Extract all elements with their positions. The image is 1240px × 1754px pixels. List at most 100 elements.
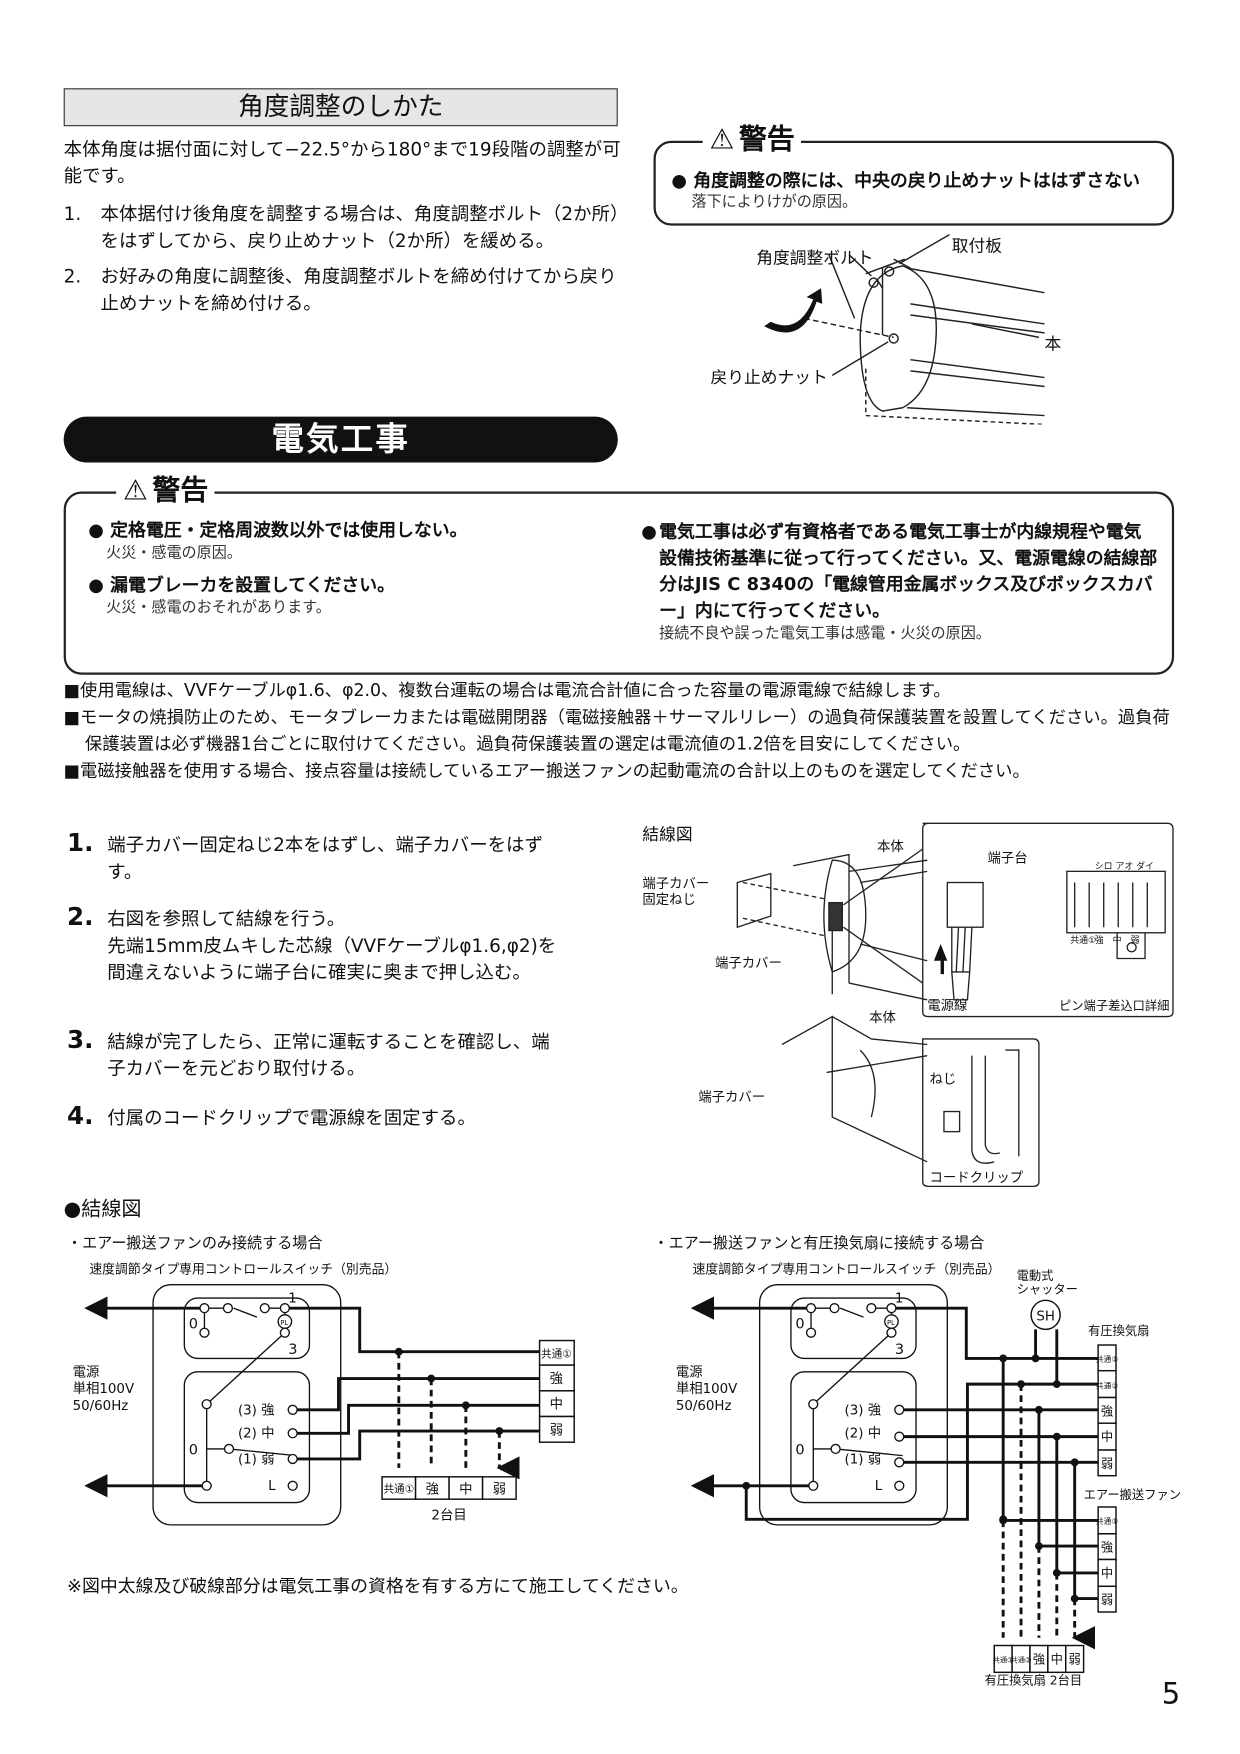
position-label: (2) 中 [845, 1426, 882, 1442]
label-terminal-block: 端子台 [988, 850, 1028, 866]
warning-title: ⚠警告 [116, 473, 215, 507]
step-text: 付属のコードクリップで電源線を固定する。 [107, 1107, 476, 1129]
warning-title: ⚠警告 [702, 123, 802, 156]
note-item: ■モータの焼損防止のため、モータブレーカまたは電磁開閉器（電磁接触器＋サーマルリ… [63, 707, 1170, 755]
section-banner-electrical: 電気工事 [63, 416, 618, 463]
svg-text:3: 3 [288, 1342, 297, 1358]
fan-terminal-label: 弱 [1101, 1457, 1113, 1471]
wiring-left: ・エアー搬送ファンのみ接続する場合 速度調節タイプ専用コントロールスイッチ（別売… [67, 1234, 575, 1526]
warning-sub: 落下によりけがの原因。 [691, 193, 858, 212]
second-terminal-label: 強 [1033, 1652, 1045, 1666]
step-number: 1. [67, 830, 94, 858]
page-number: 5 [1161, 1677, 1181, 1712]
label-cover-screw-2: 固定ねじ [642, 892, 696, 908]
electrical-steps: 1. 端子カバー固定ねじ2本をはずし、端子カバーをはずす。 2. 右図を参照して… [67, 832, 564, 1131]
angle-intro: 本体角度は据付面に対して−22.5°から180°まで19段階の調整が可能です。 [63, 138, 621, 187]
terminal-cover-shape [736, 872, 772, 929]
svg-text:PL: PL [280, 1319, 288, 1327]
label-cover-screw: 端子カバー [642, 876, 709, 892]
fig-title: 結線図 [642, 824, 692, 844]
electrical-step: 1. 端子カバー固定ねじ2本をはずし、端子カバーをはずす。 [67, 832, 564, 906]
step-text: 結線が完了したら、正常に運転することを確認し、端子カバーを元どおり取付ける。 [107, 1031, 550, 1080]
fan-body-outline [906, 267, 1045, 417]
detail-frame [922, 822, 1174, 1018]
label-cover2: 端子カバー [698, 1089, 765, 1105]
electrical-step: 4. 付属のコードクリップで電源線を固定する。 [67, 1102, 564, 1132]
fan-terminal-label: 強 [1101, 1404, 1113, 1418]
section-title-angle: 角度調整のしかた [63, 88, 618, 127]
second-terminal-label: 共通① [383, 1482, 414, 1495]
rotate-arrow-icon [764, 288, 823, 333]
position-label: (3) 強 [845, 1402, 882, 1418]
label-body: 本体 [877, 839, 904, 855]
label-screw: ねじ [929, 1072, 956, 1088]
position-label: (2) 中 [238, 1426, 275, 1442]
svg-text:0: 0 [795, 1316, 804, 1332]
step-sub: 先端15mm皮ムキした芯線（VVFケーブルφ1.6,φ2)を間違えないように端子… [107, 935, 557, 984]
wiring-title: ●結線図 [63, 1197, 142, 1222]
step-number: 4. [67, 1102, 94, 1131]
power-label: 50/60Hz [676, 1399, 732, 1414]
position-label: (1) 弱 [238, 1452, 275, 1467]
label-body2: 本体 [869, 1010, 896, 1026]
step-text: お好みの角度に調整後、角度調整ボルトを締め付けてから戻り止めナットを締め付ける。 [100, 265, 617, 314]
warning-main: ● 角度調整の際には、中央の戻り止めナットははずさない [671, 169, 1141, 192]
insert-arrow-icon [933, 943, 948, 975]
power-label: 単相100V [73, 1381, 135, 1397]
step-text: 本体据付け後角度を調整する場合は、角度調整ボルト（2か所）をはずしてから、戻り止… [100, 203, 620, 252]
warning-right: ●電気工事は必ず有資格者である電気工事士が内線規程や電気設備技術基準に従って行っ… [641, 518, 1157, 644]
angle-step: 1. 本体据付け後角度を調整する場合は、角度調整ボルト（2か所）をはずしてから、… [64, 201, 623, 255]
electrical-step: 2. 右図を参照して結線を行う。先端15mm皮ムキした芯線（VVFケーブルφ1.… [67, 903, 564, 1029]
position-label: L [268, 1479, 276, 1494]
wiring-diagrams: ・エアー搬送ファンのみ接続する場合 速度調節タイプ専用コントロールスイッチ（別売… [67, 1234, 1181, 1688]
step-number: 1. [63, 203, 82, 225]
note-item: ■使用電線は、VVFケーブルφ1.6、φ2.0、複数台運転の場合は電流合計値に合… [63, 680, 951, 701]
warning-item: 定格電圧・定格周波数以外では使用しない。 [110, 519, 468, 541]
electrical-step: 3. 結線が完了したら、正常に運転することを確認し、端子カバーを元どおり取付ける… [67, 1026, 564, 1105]
label-body: 本体 [1045, 334, 1062, 354]
note-item: ■電磁接触器を使用する場合、接点容量は接続しているエアー搬送ファンの起動電流の合… [63, 760, 1030, 781]
position-label: L [875, 1479, 883, 1494]
label-cord-clip: コードクリップ [929, 1170, 1023, 1186]
power-label: 単相100V [676, 1381, 738, 1397]
step-number: 3. [67, 1026, 94, 1055]
fan-terminal-label: 中 [1101, 1429, 1113, 1444]
fan-terminal-label: 共通② [1096, 1381, 1119, 1391]
wiring-right: ・エアー搬送ファンと有圧換気扇に接続する場合 速度調節タイプ専用コントロールスイ… [654, 1234, 1181, 1688]
warning-item: 電気工事は必ず有資格者である電気工事士が内線規程や電気設備技術基準に従って行って… [659, 520, 1158, 621]
air-terminal-label: 弱 [1101, 1593, 1113, 1607]
step-text: 端子カバー固定ねじ2本をはずし、端子カバーをはずす。 [107, 834, 543, 883]
power-label: 50/60Hz [73, 1399, 129, 1414]
warning-main-text: 角度調整の際には、中央の戻り止めナットははずさない [693, 169, 1141, 192]
second-terminal-label: 強 [426, 1482, 439, 1498]
air-terminal-label: 共通① [1096, 1516, 1119, 1526]
svg-text:0: 0 [189, 1442, 198, 1458]
step-number: 2. [67, 903, 94, 932]
pin-label: 強 [1095, 934, 1104, 946]
warning-left: ● 定格電圧・定格周波数以外では使用しない。 火災・感電の原因。 ● 漏電ブレー… [88, 518, 624, 619]
fan-terminal-label: 共通① [1096, 1354, 1119, 1364]
air-terminal-label: 強 [1101, 1541, 1113, 1555]
pin-label: 弱 [1131, 935, 1140, 946]
shutter-symbol [1030, 1299, 1061, 1331]
warning-box-electrical: ⚠警告 ● 定格電圧・定格周波数以外では使用しない。 火災・感電の原因。 ● 漏… [63, 474, 1175, 675]
pin-label: 中 [1113, 934, 1122, 946]
second-terminal-label: 中 [459, 1482, 472, 1498]
warning-title-text: 警告 [152, 473, 209, 507]
angle-adjust-figure: 角度調整ボルト 取付板 本体 戻り止めナット [710, 233, 1062, 425]
warning-item-sub: 接続不良や誤った電気工事は感電・火災の原因。 [659, 624, 991, 643]
svg-text:PL: PL [887, 1319, 895, 1327]
air-terminal-label: 中 [1101, 1565, 1113, 1580]
nut-marker [888, 333, 899, 344]
pin-label: 共通① [1070, 935, 1096, 946]
second-terminal-label: 弱 [493, 1483, 506, 1498]
step-number: 2. [63, 265, 82, 288]
electrical-notes: ■使用電線は、VVFケーブルφ1.6、φ2.0、複数台運転の場合は電流合計値に合… [64, 677, 1176, 784]
label-power-wire: 電源線 [927, 998, 967, 1014]
second-terminal-label: 弱 [1069, 1652, 1081, 1666]
terminal-label: 中 [550, 1397, 563, 1413]
label-nut: 戻り止めナット [710, 367, 827, 387]
second-terminal-label: 共通① [993, 1655, 1014, 1664]
air-fan-label: エアー搬送ファン [1084, 1487, 1181, 1502]
wiring-note: ※図中太線及び破線部分は電気工事の資格を有する方にて施工してください。 [67, 1575, 689, 1597]
